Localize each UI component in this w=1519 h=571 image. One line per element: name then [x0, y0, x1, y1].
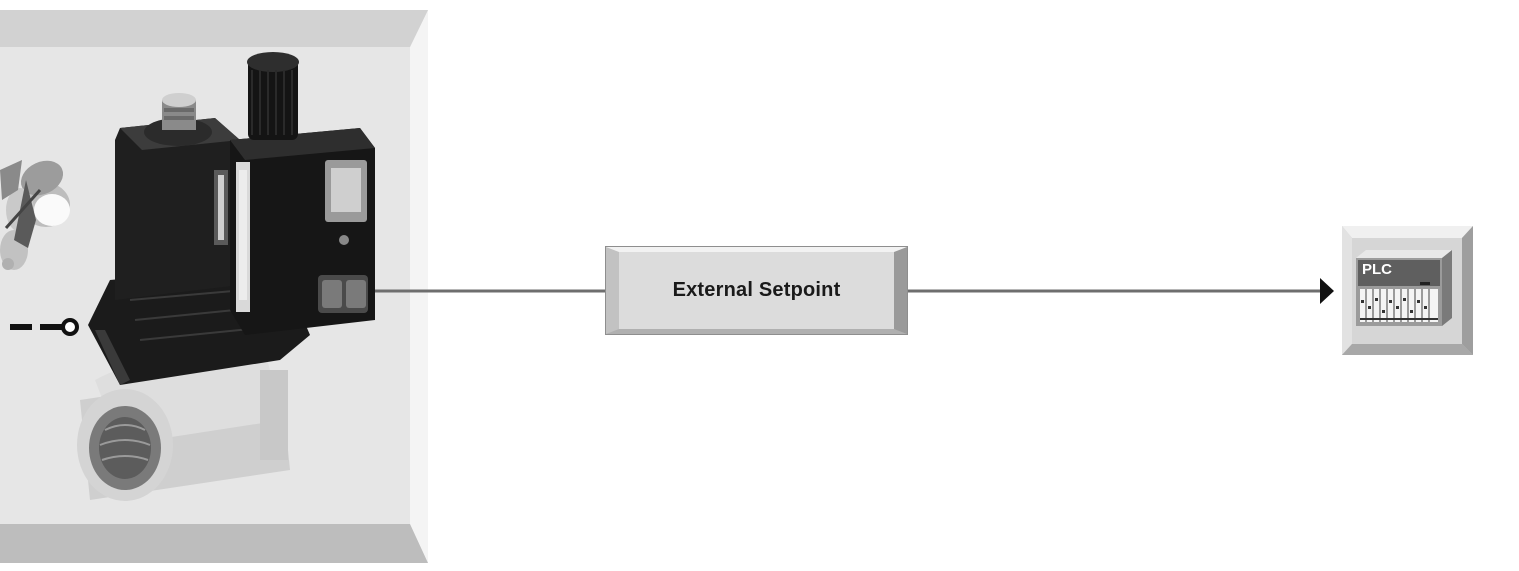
external-setpoint-block: External Setpoint — [606, 247, 907, 334]
device-panel — [0, 10, 428, 563]
solenoid-valve-icon — [77, 52, 375, 501]
arrow-head — [1320, 278, 1334, 304]
plc-label: PLC — [1362, 261, 1392, 278]
dashed-signal-line — [10, 318, 79, 336]
setpoint-label: External Setpoint — [672, 279, 841, 301]
flow-symbol-icon — [0, 160, 70, 270]
